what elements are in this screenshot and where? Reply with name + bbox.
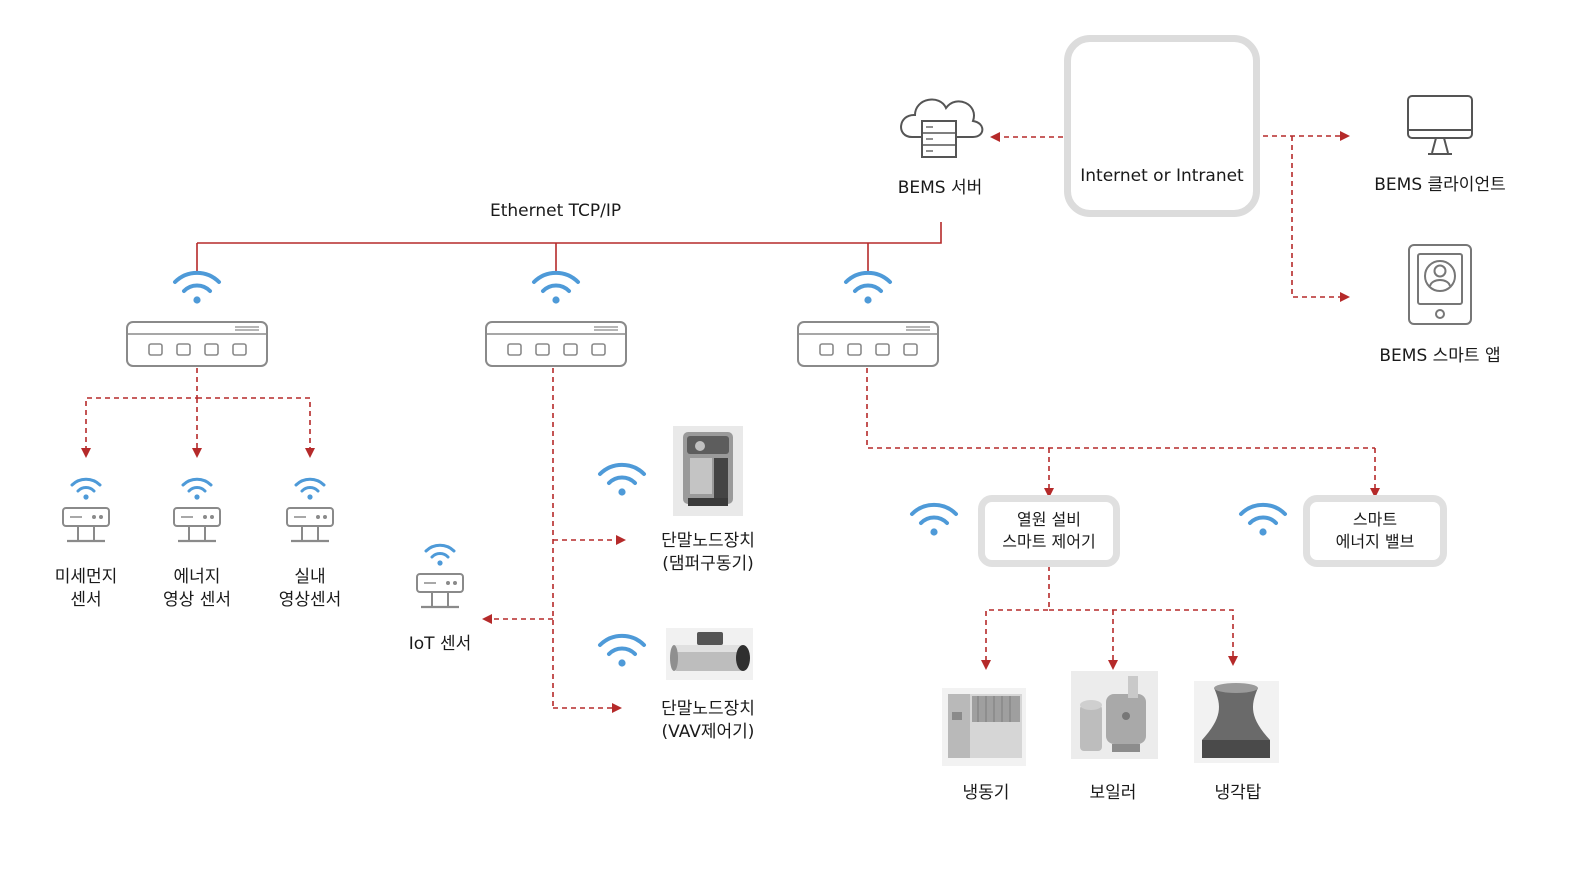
sensor-label-line: 영상 센서 [163, 590, 231, 610]
controller-label-line: 스마트 제어기 [1002, 532, 1096, 551]
sensor-device-icon [172, 506, 222, 543]
sensor-device-icon [285, 506, 335, 543]
smart-valve-box: 스마트 에너지 밸브 [1303, 495, 1447, 567]
network-switch-icon [485, 321, 627, 367]
equipment-label: 냉각탑 [1214, 783, 1262, 803]
terminal-node-label-line: 단말노드장치 [661, 531, 755, 551]
app-label: BEMS 스마트 앱 [1379, 346, 1501, 366]
ethernet-label: Ethernet TCP/IP [490, 201, 622, 221]
sensor-label-line: 실내 [294, 567, 326, 587]
wifi-icon [598, 462, 646, 498]
controller-label-line: 열원 설비 [1017, 510, 1081, 529]
terminal-node-label-line: (댐퍼구동기) [662, 554, 754, 574]
sensor-label: 에너지 영상 센서 [147, 566, 247, 612]
sensor-label-line: 영상센서 [278, 590, 342, 610]
terminal-node-label: 단말노드장치 (VAV제어기) [640, 698, 776, 744]
tablet-icon [1408, 244, 1472, 325]
sensor-label: 실내 영상센서 [260, 566, 360, 612]
terminal-node-label-line: 단말노드장치 [661, 699, 755, 719]
network-switch-icon [126, 321, 268, 367]
cooling-tower-image [1194, 681, 1279, 763]
wifi-icon [173, 270, 221, 306]
wifi-icon [424, 543, 456, 568]
chiller-image [942, 688, 1026, 766]
wifi-icon [598, 633, 646, 669]
network-switch-icon [797, 321, 939, 367]
client-label: BEMS 클라이언트 [1374, 175, 1506, 195]
wifi-icon [181, 477, 213, 502]
connection-lines [81, 131, 1380, 713]
wifi-icon [844, 270, 892, 306]
boiler-image [1071, 671, 1158, 759]
controller-label-line: 에너지 밸브 [1335, 532, 1415, 551]
sensor-device-icon [61, 506, 111, 543]
equipment-label: 냉동기 [962, 783, 1010, 803]
wifi-icon [294, 477, 326, 502]
sensor-label-line: 에너지 [173, 567, 221, 587]
damper-actuator-image [673, 426, 743, 516]
sensor-label-line: 미세먼지 [54, 567, 118, 587]
monitor-icon [1407, 95, 1473, 155]
internet-intranet-box: Internet or Intranet [1064, 35, 1260, 217]
cloud-server-icon [900, 98, 984, 158]
server-label: BEMS 서버 [897, 178, 983, 198]
wifi-icon [70, 477, 102, 502]
smart-controller-box: 열원 설비 스마트 제어기 [978, 495, 1120, 567]
sensor-label-line: 센서 [70, 590, 102, 610]
wifi-icon [1239, 502, 1287, 538]
terminal-node-label: 단말노드장치 (댐퍼구동기) [640, 530, 776, 576]
equipment-label: 보일러 [1089, 783, 1137, 803]
vav-controller-image [666, 628, 753, 680]
iot-sensor-label: IoT 센서 [408, 634, 472, 654]
internet-label: Internet or Intranet [1080, 166, 1244, 186]
wifi-icon [532, 270, 580, 306]
controller-label-line: 스마트 [1352, 510, 1398, 529]
terminal-node-label-line: (VAV제어기) [661, 722, 755, 742]
sensor-label: 미세먼지 센서 [36, 566, 136, 612]
iot-sensor-icon [415, 572, 465, 609]
wifi-icon [910, 502, 958, 538]
